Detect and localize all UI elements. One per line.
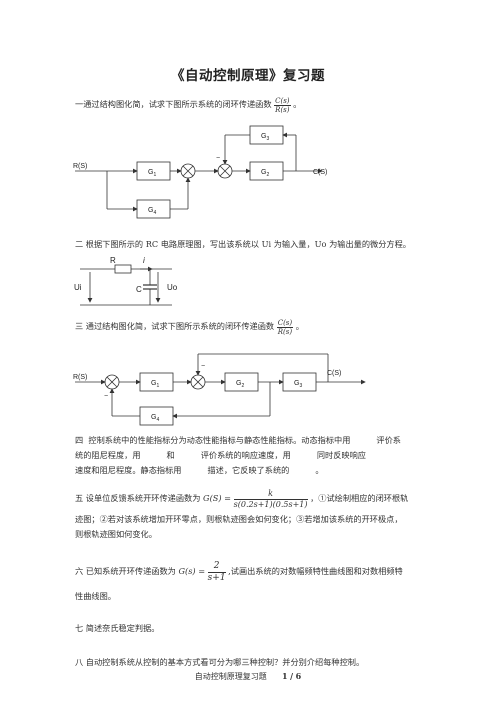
d1-output-label: C(S) — [313, 169, 327, 176]
question-4-line-1: 四 控制系统中的性能指标分为动态性能指标与静态性能指标。动态指标中用 评价系 — [75, 435, 401, 445]
document-title: 《自动控制原理》复习题 — [171, 68, 325, 84]
block-diagram-1: R(S) C(S) G1 G2 G3 G4 − — [73, 125, 327, 219]
d3-input-label: R(S) — [73, 374, 87, 381]
question-5-fraction: k s(0.2s+1)(0.5s+1) — [233, 488, 308, 509]
question-3: 三 通过结构图化简，试求下图所示系统的闭环传递函数 C(s) R(s) 。 — [75, 318, 304, 336]
d1-g4-label: G4 — [148, 207, 156, 216]
d1-g3-label: G3 — [261, 133, 269, 142]
d3-output-label: C(S) — [327, 370, 341, 377]
d1-minus-sign: − — [216, 155, 220, 162]
question-1-fraction: C(s) R(s) — [274, 96, 291, 114]
d3-g3-label: G3 — [294, 380, 302, 389]
d3-minus-sign-top: − — [201, 363, 205, 370]
d3-minus-sign-bottom: − — [104, 393, 108, 400]
question-4-line-2: 统的阻尼程度，用 和 评价系统的响应速度，用 同时反映响应 — [75, 450, 366, 460]
question-4: 四 控制系统中的性能指标分为动态性能指标与静态性能指标。动态指标中用 评价系 统… — [75, 433, 401, 478]
question-3-fraction: C(s) R(s) — [276, 318, 294, 336]
question-8: 八 自动控制系统从控制的基本方式看可分为哪三种控制？并分别介绍每种控制。 — [75, 657, 365, 667]
question-4-line-3: 速度和阻尼程度。静态指标用 描述，它反映了系统的 。 — [75, 465, 324, 475]
question-1-text: 一通过结构图化简，试求下图所示系统的闭环传递函数 — [75, 99, 272, 109]
ui-label: Ui — [74, 283, 82, 292]
d1-g2-label: G2 — [261, 169, 269, 178]
block-diagram-3: R(S) C(S) G1 G2 G3 G4 − − — [73, 353, 366, 426]
capacitor-label: C — [136, 285, 142, 294]
question-5-continued: 迹图；②若对该系统增加开环零点，则根轨迹图会如何变化；③若增加该系统的开环极点，… — [75, 514, 403, 539]
d3-g2-label: G2 — [236, 380, 244, 389]
footer-label: 自动控制原理复习题 — [194, 672, 267, 681]
question-3-text: 三 通过结构图化简，试求下图所示系统的闭环传递函数 — [75, 321, 275, 331]
question-5-g: G(S) = — [203, 493, 232, 503]
d1-input-label: R(S) — [73, 163, 87, 170]
question-6-fraction: 2 s+1 — [207, 560, 226, 583]
question-1: 一通过结构图化简，试求下图所示系统的闭环传递函数 C(s) R(s) 。 — [75, 96, 302, 114]
footer-page-total: 6 — [295, 671, 302, 681]
resistor — [114, 264, 132, 274]
question-7: 七 简述奈氏稳定判据。 — [75, 623, 160, 633]
rc-circuit-diagram: R i C Ui Uo — [74, 256, 178, 306]
footer-page-number: 1 — [282, 671, 288, 681]
question-5: 五 设单位反馈系统开环传递函数为 G(S) = k s(0.2s+1)(0.5s… — [75, 488, 409, 509]
resistor-label: R — [110, 256, 116, 265]
d1-g1-label: G1 — [148, 169, 156, 178]
uo-label: Uo — [167, 283, 178, 292]
question-6-continued: 性曲线图。 — [75, 591, 116, 601]
question-6: 六 已知系统开环传递函数为 G(s) = 2 s+1 ,试画出系统的对数幅频特性… — [75, 560, 403, 583]
question-2: 二 根据下图所示的 RC 电路原理图，写出该系统以 Ui 为输入量，Uo 为输出… — [75, 239, 411, 249]
current-label: i — [143, 256, 145, 265]
question-6-g: G(s) = — [178, 566, 206, 576]
page-footer: 自动控制原理复习题 1 / 6 — [194, 671, 302, 681]
d3-g1-label: G1 — [151, 380, 159, 389]
d3-g4-label: G4 — [151, 414, 159, 423]
